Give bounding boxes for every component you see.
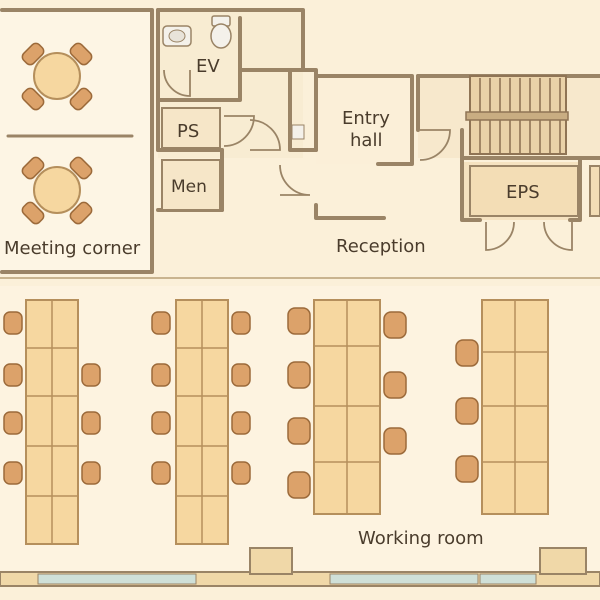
workstation-row xyxy=(151,299,251,545)
ps-room xyxy=(161,107,221,149)
meeting-table xyxy=(21,42,93,111)
ps-label: PS xyxy=(177,121,199,142)
workstation-row xyxy=(455,299,549,515)
door-icon xyxy=(163,69,191,97)
staircase xyxy=(465,75,569,155)
door-icon xyxy=(249,119,281,151)
working-room-label: Working room xyxy=(358,528,484,549)
door-icon xyxy=(419,129,451,161)
south-wall xyxy=(0,547,600,587)
workstation-row xyxy=(287,299,407,515)
door-icon xyxy=(485,221,515,251)
eps-label: EPS xyxy=(506,182,540,203)
ev-label: EV xyxy=(196,56,220,77)
eps-room xyxy=(469,165,579,217)
meeting-corner-label: Meeting corner xyxy=(4,238,141,259)
entry-hall-label-line1: Entry xyxy=(342,108,390,129)
workstation-row xyxy=(3,299,101,545)
door-icon xyxy=(279,164,311,196)
men-label: Men xyxy=(171,177,207,197)
door-icon xyxy=(223,115,255,147)
reception-label: Reception xyxy=(336,236,426,257)
door-icon xyxy=(543,221,573,251)
meeting-table xyxy=(21,156,93,225)
entry-hall-label-line2: hall xyxy=(350,130,382,151)
men-room xyxy=(161,159,221,211)
